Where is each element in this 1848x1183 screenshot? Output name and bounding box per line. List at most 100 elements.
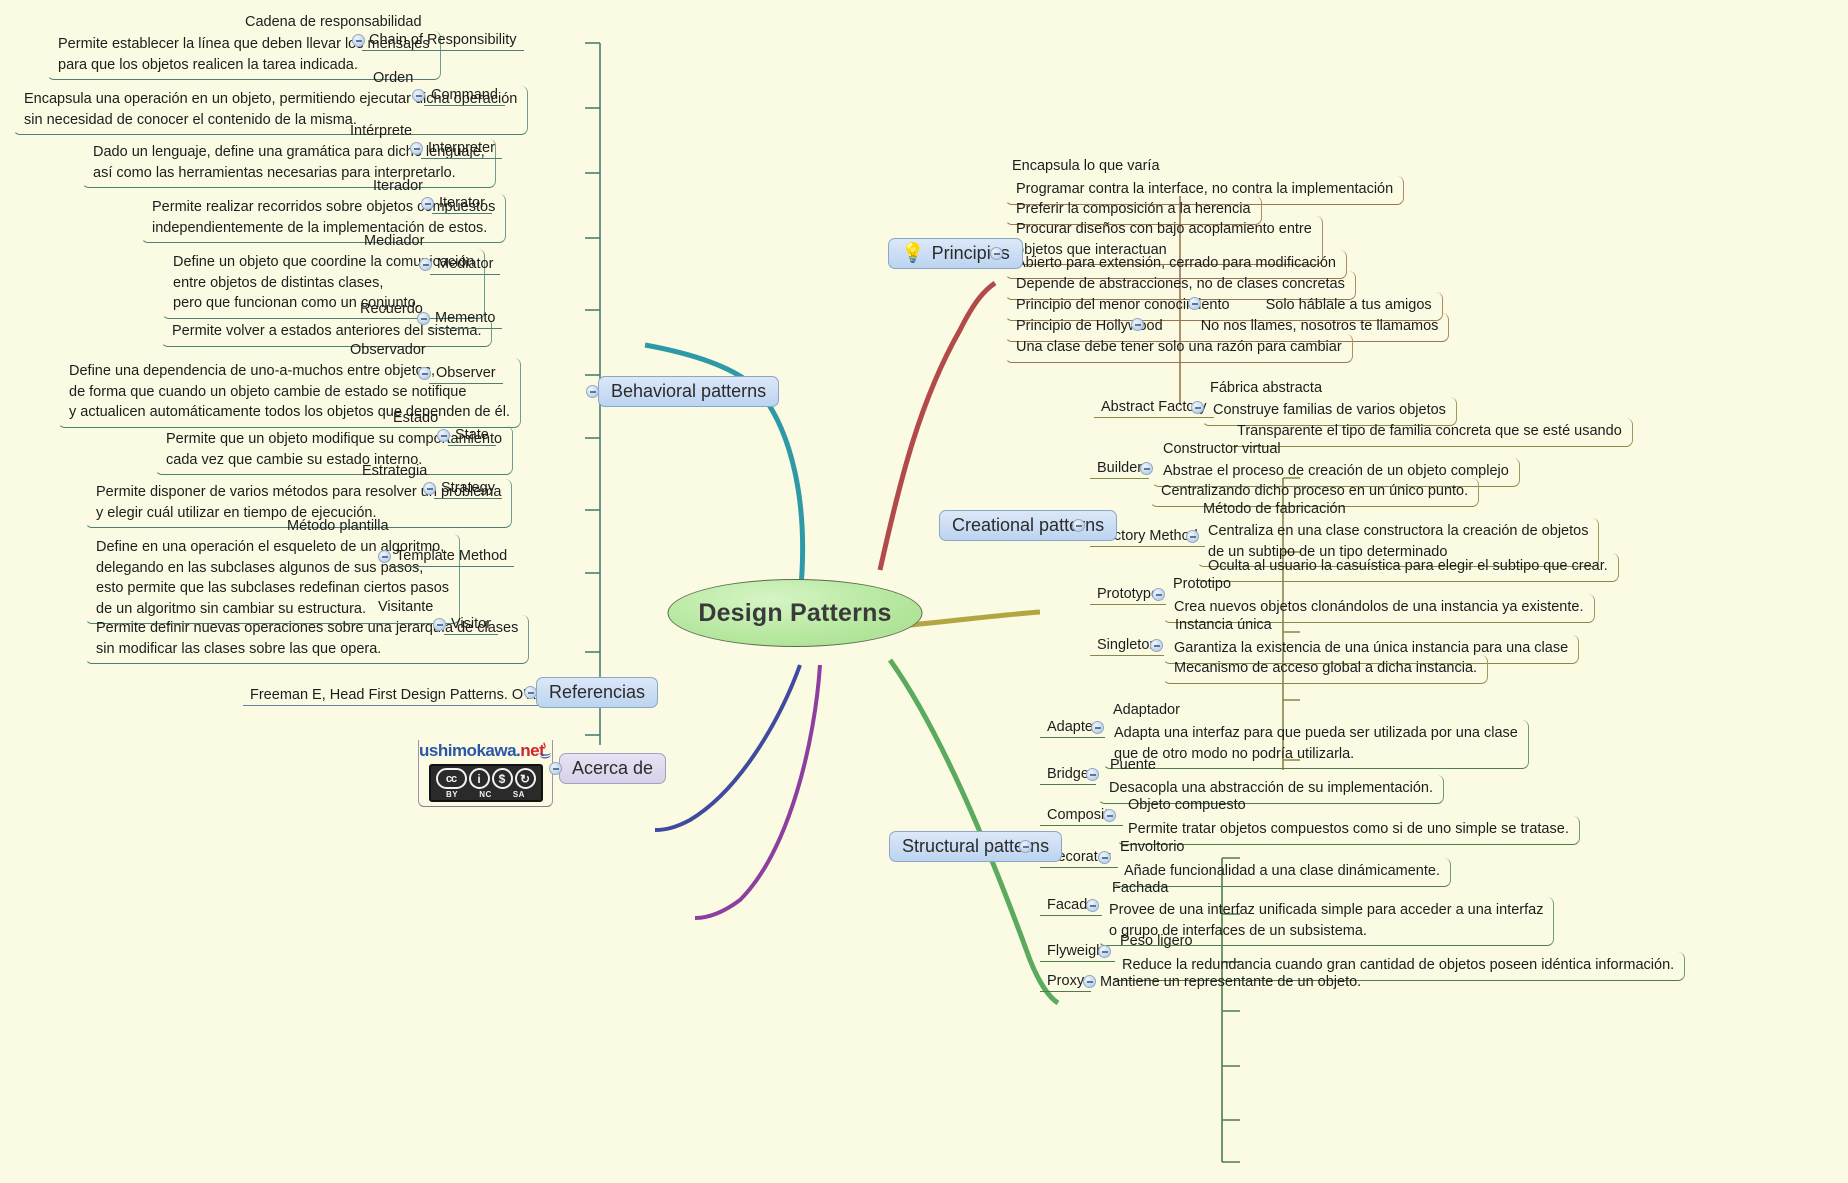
node-strategy[interactable]: Strategy [434, 479, 502, 499]
desc-interpreter: Dado un lenguaje, define una gramática p… [82, 139, 496, 189]
branch-structural-patterns[interactable]: Structural patterns [889, 831, 1063, 862]
toggle-principio-7[interactable] [1131, 318, 1144, 331]
desc-mediator: Define un objeto que coordine la comunic… [162, 249, 486, 319]
toggle-factory-method[interactable] [1186, 530, 1199, 543]
branch-principios-label: Principios [931, 243, 1010, 263]
node-command[interactable]: Command [424, 86, 505, 106]
cc-license-codes: BY NC SA [436, 790, 536, 799]
desc-singleton-0: Garantiza la existencia de una única ins… [1163, 635, 1580, 664]
desc-proxy: Mantiene un representante de un objeto. [1100, 974, 1362, 990]
toggle-visitor[interactable] [433, 618, 446, 631]
desc-facade-0: Provee de una interfaz unificada simple … [1098, 897, 1555, 947]
principio-8[interactable]: Una clase debe tener solo una razón para… [1005, 334, 1353, 363]
label-flyweight-es: Peso ligero [1120, 933, 1193, 949]
label-observer-es: Observador [350, 342, 426, 358]
node-mediator[interactable]: Mediator [430, 255, 501, 275]
toggle-acerca-de[interactable] [549, 762, 562, 775]
toggle-adapter[interactable] [1091, 721, 1104, 734]
principio-7-sub: No nos llames, nosotros te llamamos [1200, 318, 1439, 334]
label-abstract-factory-es: Fábrica abstracta [1210, 380, 1323, 396]
toggle-strategy[interactable] [423, 482, 436, 495]
principio-0[interactable]: Encapsula lo que varía [1012, 158, 1160, 174]
desc-memento: Permite volver a estados anteriores del … [161, 318, 493, 347]
cc-code-sa: SA [512, 790, 525, 799]
node-memento[interactable]: Memento [428, 309, 503, 329]
cc-sa-icon: ↻ [514, 768, 536, 789]
branch-acerca-label: Acerca de [572, 758, 654, 778]
desc-bridge-0: Desacopla una abstracción de su implemen… [1098, 775, 1445, 804]
cc-icon: cc [435, 768, 467, 789]
toggle-principio-6[interactable] [1188, 297, 1201, 310]
principio-6-label: Principio del menor conocimiento [1016, 297, 1230, 313]
branch-behavioral-patterns[interactable]: Behavioral patterns [598, 376, 780, 407]
toggle-prototype[interactable] [1152, 588, 1165, 601]
toggle-builder[interactable] [1140, 462, 1153, 475]
toggle-interpreter[interactable] [410, 142, 423, 155]
node-state[interactable]: State [448, 426, 496, 446]
ushimokawa-logo: ushimokawa.net [419, 740, 552, 762]
toggle-iterator[interactable] [421, 197, 434, 210]
desc-builder-1: Centralizando dicho proceso en un único … [1150, 478, 1480, 507]
toggle-observer[interactable] [418, 367, 431, 380]
label-singleton-es: Instancia única [1175, 617, 1272, 633]
toggle-state[interactable] [437, 429, 450, 442]
desc-command: Encapsula una operación en un objeto, pe… [13, 86, 529, 136]
node-singleton[interactable]: Singleton [1090, 636, 1165, 656]
toggle-memento[interactable] [417, 312, 430, 325]
node-builder[interactable]: Builder [1090, 459, 1150, 479]
toggle-principios[interactable] [990, 247, 1003, 260]
branch-referencias-label: Referencias [549, 682, 646, 702]
node-observer[interactable]: Observer [429, 364, 503, 384]
node-interpreter[interactable]: Interpreter [421, 139, 502, 159]
node-adapter[interactable]: Adapter [1040, 718, 1105, 738]
toggle-decorator[interactable] [1098, 851, 1111, 864]
desc-decorator-0: Añade funcionalidad a una clase dinámica… [1113, 858, 1451, 887]
toggle-referencias[interactable] [524, 686, 537, 699]
toggle-composite[interactable] [1103, 809, 1116, 822]
principio-3[interactable]: Procurar diseños con bajo acoplamiento e… [1005, 216, 1323, 266]
toggle-command[interactable] [412, 89, 425, 102]
central-node[interactable]: Design Patterns [667, 579, 923, 647]
principio-2[interactable]: Preferir la composición a la herencia [1005, 196, 1262, 225]
toggle-singleton[interactable] [1150, 639, 1163, 652]
branch-creational-patterns[interactable]: Creational patterns [939, 510, 1118, 541]
cc-by-icon: i [468, 768, 490, 789]
toggle-creational[interactable] [1072, 519, 1085, 532]
label-memento-es: Recuerdo [360, 301, 423, 317]
logo-suffix: net [520, 741, 545, 760]
toggle-flyweight[interactable] [1098, 945, 1111, 958]
node-template-method[interactable]: Template Method [389, 547, 515, 567]
node-flyweight[interactable]: Flyweight [1040, 942, 1116, 962]
principio-4[interactable]: Abierto para extensión, cerrado para mod… [1005, 250, 1347, 279]
toggle-mediator[interactable] [419, 258, 432, 271]
toggle-bridge[interactable] [1086, 768, 1099, 781]
desc-strategy: Permite disponer de varios métodos para … [85, 479, 513, 529]
label-command-es: Orden [373, 70, 414, 86]
node-decorator[interactable]: Decorator [1040, 848, 1118, 868]
node-prototype[interactable]: Prototype [1090, 585, 1167, 605]
node-visitor[interactable]: Visitor [444, 615, 499, 635]
label-chain-es: Cadena de responsabilidad [245, 14, 422, 30]
desc-template-method: Define en una operación el esqueleto de … [85, 534, 461, 625]
toggle-facade[interactable] [1086, 899, 1099, 912]
toggle-template-method[interactable] [378, 550, 391, 563]
node-composite[interactable]: Composite [1040, 806, 1124, 826]
branch-acerca-de[interactable]: Acerca de [559, 753, 667, 784]
toggle-structural[interactable] [1019, 840, 1032, 853]
node-chain-of-responsibility[interactable]: Chain of Responsibility [362, 31, 524, 51]
toggle-proxy[interactable] [1083, 975, 1096, 988]
toggle-chain-of-responsibility[interactable] [352, 34, 365, 47]
toggle-abstract-factory[interactable] [1191, 401, 1204, 414]
label-composite-es: Objeto compuesto [1128, 797, 1246, 813]
central-node-label: Design Patterns [698, 598, 892, 627]
desc-iterator: Permite realizar recorridos sobre objeto… [141, 194, 507, 244]
principio-1[interactable]: Programar contra la interface, no contra… [1005, 176, 1405, 205]
referencia-0[interactable]: Freeman E, Head First Design Patterns. O… [243, 686, 605, 706]
toggle-behavioral[interactable] [586, 385, 599, 398]
node-iterator[interactable]: Iterator [432, 194, 492, 214]
node-factory-method[interactable]: Factory Method [1090, 527, 1205, 547]
branch-referencias[interactable]: Referencias [536, 677, 659, 708]
desc-flyweight-0: Reduce la redundancia cuando gran cantid… [1111, 952, 1686, 981]
